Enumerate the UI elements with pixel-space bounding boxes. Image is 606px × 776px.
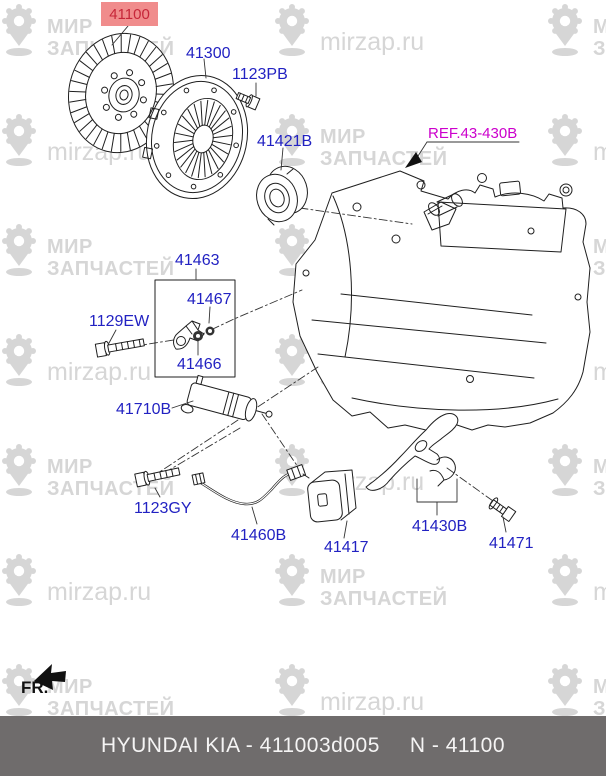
transmission-drawing bbox=[292, 170, 591, 432]
pin-gear-icon bbox=[2, 664, 36, 716]
watermark-brand-text: МИР bbox=[593, 236, 606, 258]
watermark-brand-text: МИР bbox=[593, 456, 606, 478]
bolt-1129ew-drawing bbox=[94, 338, 145, 358]
pin-gear-icon bbox=[2, 4, 36, 56]
footer-brand-part-text: HYUNDAI KIA - 411003d005 bbox=[100, 734, 380, 757]
part-label-41467: 41467 bbox=[187, 291, 232, 308]
leader-lines bbox=[108, 25, 520, 539]
pin-gear-icon bbox=[275, 664, 309, 716]
clutch-disc-drawing bbox=[67, 32, 175, 154]
watermark-tile: МИР ЗАПЧАСТЕЙ bbox=[546, 444, 606, 500]
watermark-site-text: mirzap.ru bbox=[47, 358, 152, 386]
footer-bar: HYUNDAI KIA - 411003d005 N - 41100 bbox=[0, 716, 606, 776]
watermark-site-text: mirzap.ru bbox=[593, 358, 606, 386]
fr-direction-label: FR. bbox=[21, 678, 49, 697]
watermark-brand-text: ЗАПЧАСТЕЙ bbox=[593, 258, 606, 280]
watermark-brand-text: МИР bbox=[593, 676, 606, 698]
pin-gear-icon bbox=[2, 554, 36, 606]
part-label-41421b: 41421B bbox=[257, 133, 313, 150]
watermark-tile: mirzap.ru bbox=[273, 664, 424, 718]
watermark-tile: МИР ЗАПЧАСТЕЙ bbox=[0, 664, 174, 720]
part-label-1129ew: 1129EW bbox=[89, 313, 150, 330]
pin-gear-icon bbox=[548, 4, 582, 56]
watermark-brand-text: МИР bbox=[593, 16, 606, 38]
part-label-41460b: 41460B bbox=[231, 527, 287, 544]
watermark-tile: mirzap.ru bbox=[273, 4, 424, 58]
watermark-brand-text: ЗАПЧАСТЕЙ bbox=[593, 478, 606, 500]
watermark-brand-text: ЗАПЧАСТЕЙ bbox=[593, 698, 606, 720]
pin-gear-icon bbox=[275, 554, 309, 606]
part-label-41471: 41471 bbox=[489, 535, 534, 552]
watermark-tile: МИР ЗАПЧАСТЕЙ bbox=[0, 444, 174, 500]
release-bearing-drawing bbox=[256, 165, 308, 226]
fr-direction-arrow bbox=[34, 664, 66, 690]
part-label-41463: 41463 bbox=[175, 252, 220, 269]
watermark-brand-text: МИР bbox=[320, 126, 366, 148]
watermark-brand-text: ЗАПЧАСТЕЙ bbox=[593, 38, 606, 60]
pin-gear-icon bbox=[548, 554, 582, 606]
pin-gear-icon bbox=[548, 444, 582, 496]
watermark-brand-text: МИР bbox=[47, 456, 93, 478]
part-label-41100-highlighted: 41100 bbox=[101, 2, 158, 26]
clutch-tube-drawing bbox=[191, 464, 310, 506]
part-label-41417: 41417 bbox=[324, 539, 369, 556]
watermark-tile: mirzap.ru bbox=[546, 114, 606, 168]
part-label-41430b: 41430B bbox=[412, 518, 468, 535]
watermark-site-text: mirzap.ru bbox=[593, 578, 606, 606]
clutch-cover-drawing bbox=[142, 74, 249, 200]
part-label-1123gy: 1123GY bbox=[134, 500, 192, 517]
pin-gear-icon bbox=[2, 444, 36, 496]
watermark-brand-text: МИР bbox=[47, 16, 93, 38]
disc-spring-rivets bbox=[101, 69, 147, 121]
pin-gear-icon bbox=[2, 114, 36, 166]
bolt-41471-drawing bbox=[488, 497, 517, 523]
pin-gear-icon bbox=[2, 334, 36, 386]
pin-gear-icon bbox=[548, 114, 582, 166]
watermark-site-text: mirzap.ru bbox=[320, 688, 425, 716]
ref-label-43-430b: REF.43-430B bbox=[428, 125, 518, 142]
assembly-axis-lines bbox=[117, 207, 494, 502]
part-label-41466: 41466 bbox=[177, 356, 222, 373]
bracket-kit-box bbox=[154, 279, 236, 378]
damper-drawing bbox=[307, 469, 357, 523]
bolt-1123gy-drawing bbox=[134, 467, 181, 488]
watermark-site-text: mirzap.ru bbox=[593, 138, 606, 166]
watermark-brand-text: ЗАПЧАСТЕЙ bbox=[320, 588, 448, 610]
watermark-tile: mirzap.ru bbox=[546, 554, 606, 608]
part-label-1123pb: 1123PB bbox=[232, 66, 288, 83]
watermark-brand-text: ЗАПЧАСТЕЙ bbox=[47, 258, 175, 280]
bolt-1123pb-drawing bbox=[235, 92, 261, 111]
slave-cylinder-drawing bbox=[180, 374, 273, 422]
watermark-site-text: mirzap.ru bbox=[47, 578, 152, 606]
watermark-tile: МИР ЗАПЧАСТЕЙ bbox=[273, 554, 447, 610]
pin-gear-icon bbox=[275, 114, 309, 166]
diaphragm-fingers bbox=[173, 99, 233, 179]
watermark-tile: mirzap.ru bbox=[0, 334, 151, 388]
watermark-brand-text: ЗАПЧАСТЕЙ bbox=[47, 698, 175, 720]
footer-part-number-text: N - 41100 bbox=[409, 734, 506, 757]
watermark-brand-text: МИР bbox=[47, 236, 93, 258]
watermark-tile: МИР ЗАПЧАСТЕЙ bbox=[546, 664, 606, 720]
cover-rivets bbox=[153, 87, 239, 190]
watermark-brand-text: МИР bbox=[320, 566, 366, 588]
ref-arrowhead bbox=[405, 152, 422, 168]
pin-gear-icon bbox=[548, 664, 582, 716]
watermark-tile: mirzap.ru bbox=[0, 554, 151, 608]
watermark-brand-text: МИР bbox=[47, 676, 93, 698]
part-label-41710b: 41710B bbox=[116, 401, 172, 418]
release-fork-drawing bbox=[365, 413, 459, 491]
watermark-site-text: mirzap.ru bbox=[320, 28, 425, 56]
watermark-tile: МИР ЗАПЧАСТЕЙ bbox=[0, 224, 174, 280]
part-label-41300: 41300 bbox=[186, 45, 231, 62]
watermark-tile: МИР ЗАПЧАСТЕЙ bbox=[546, 4, 606, 60]
pin-gear-icon bbox=[275, 4, 309, 56]
pin-gear-icon bbox=[2, 224, 36, 276]
